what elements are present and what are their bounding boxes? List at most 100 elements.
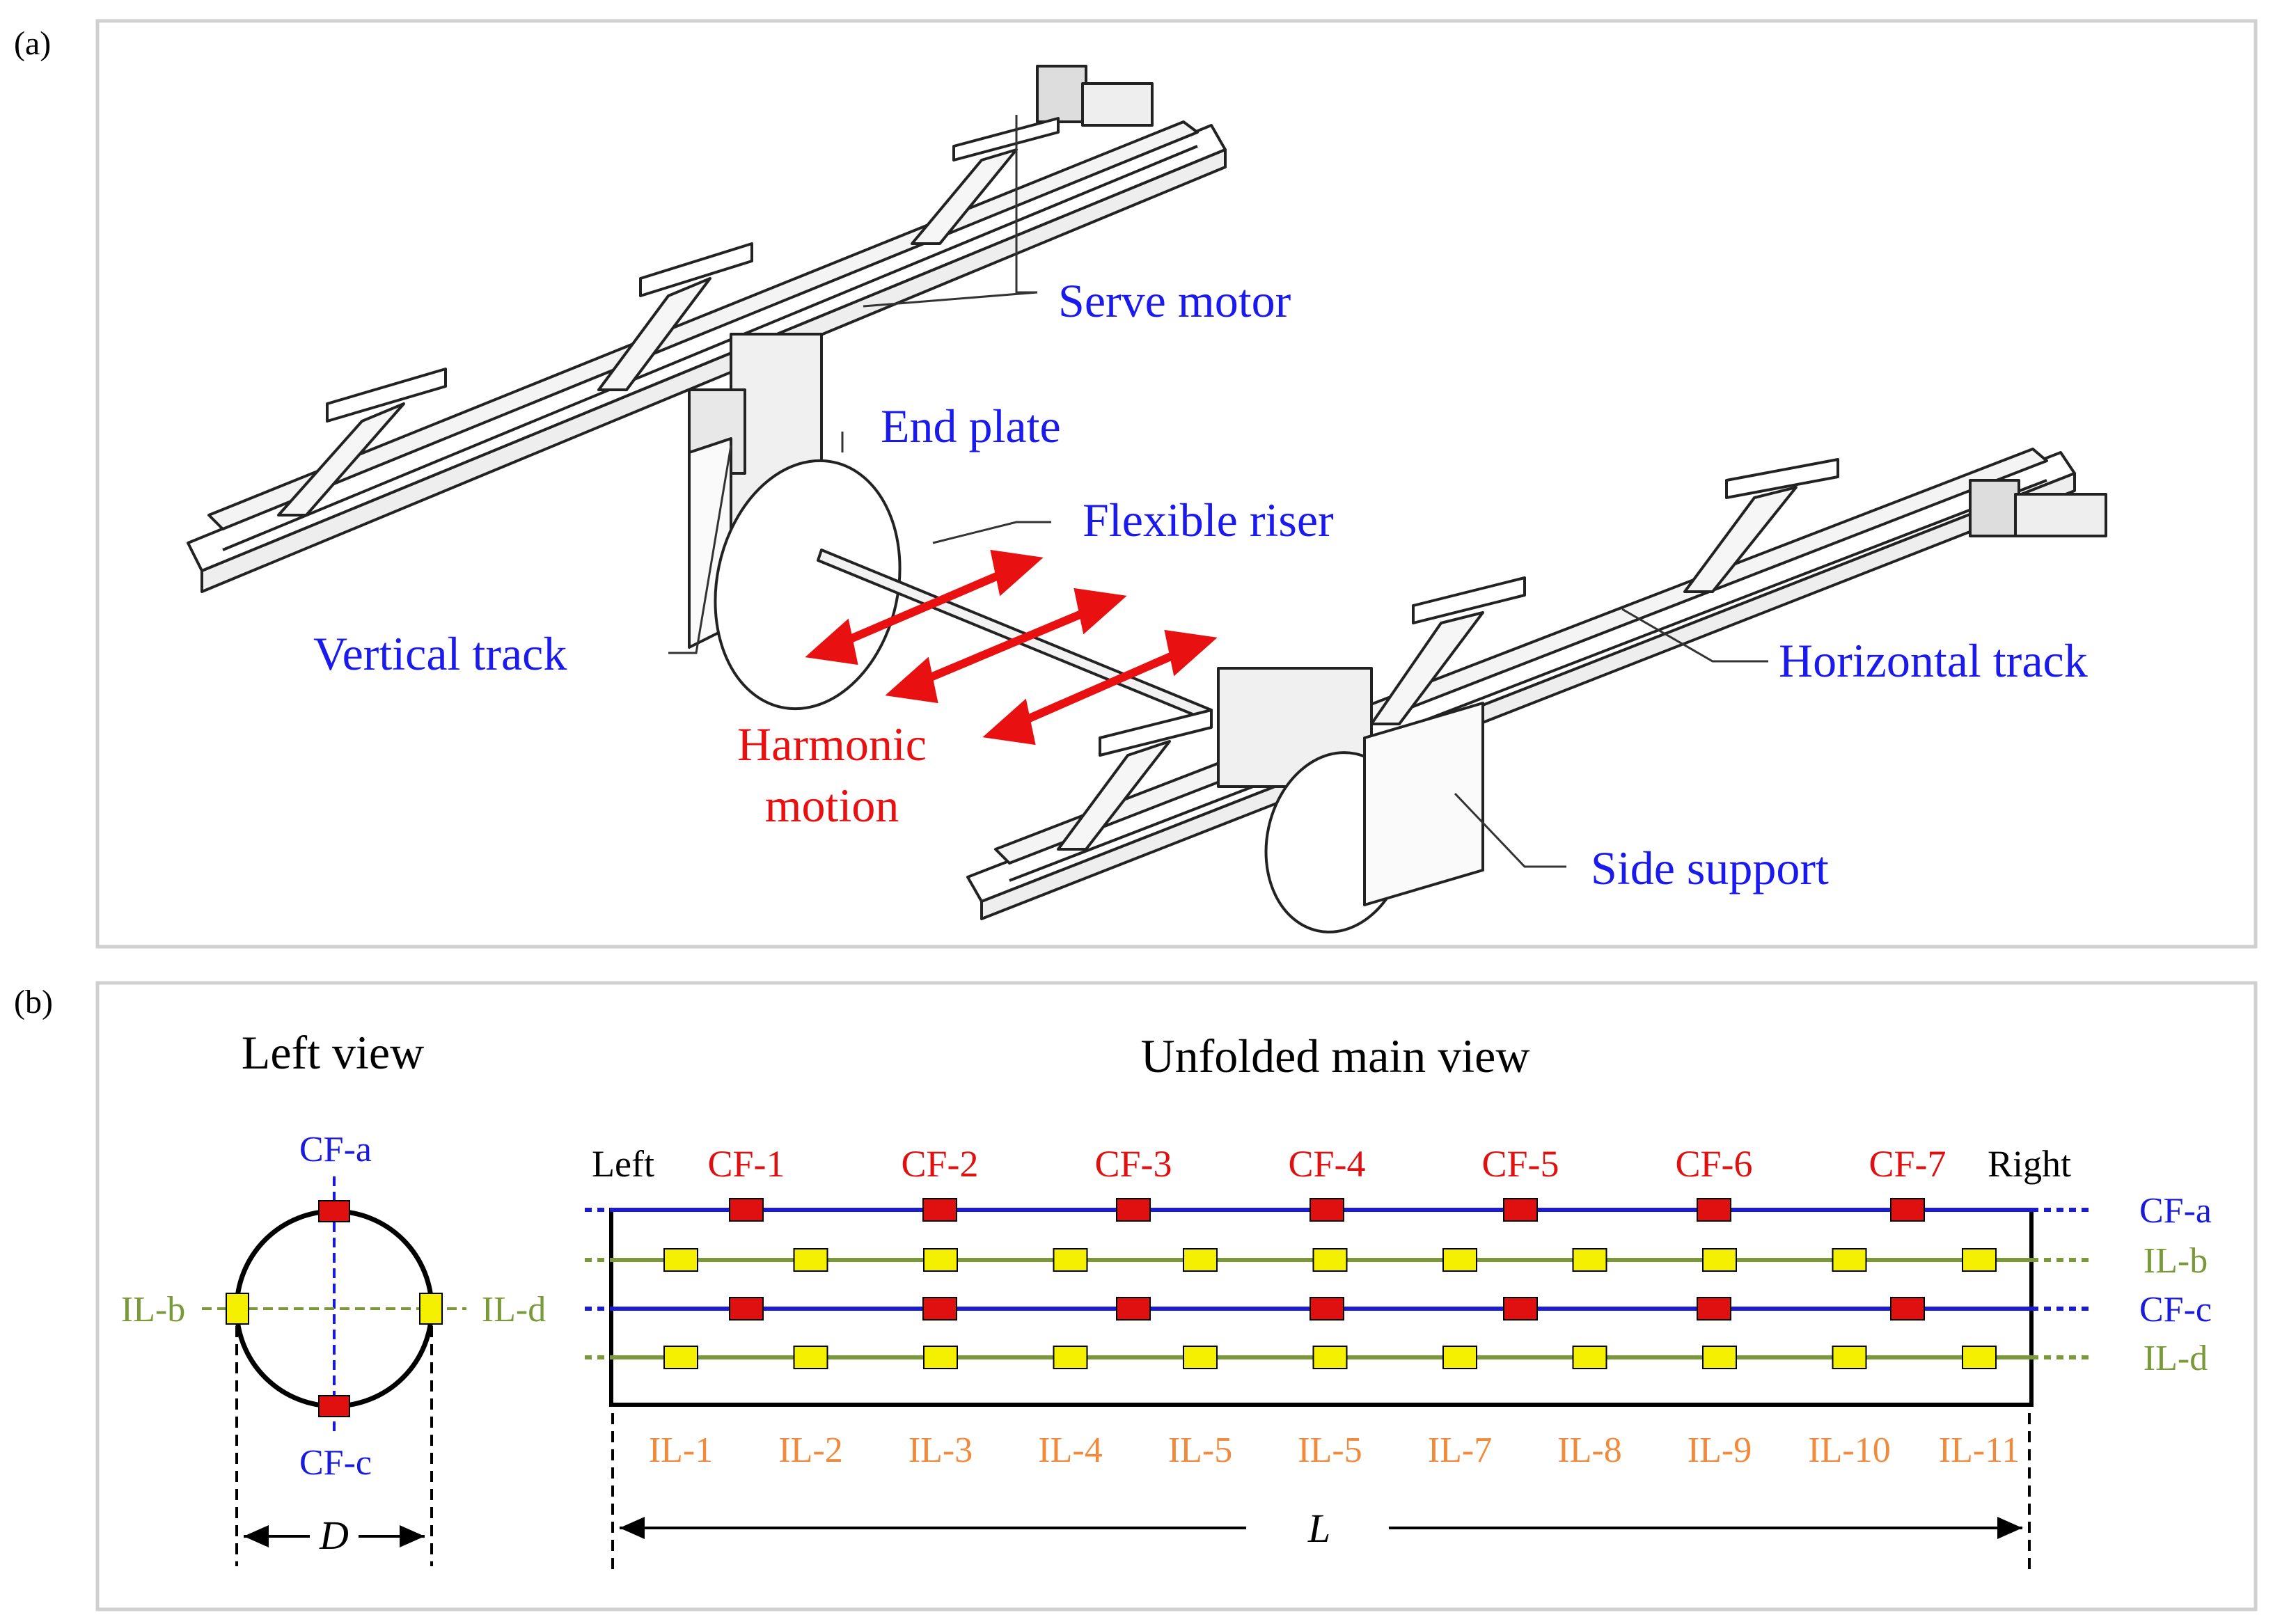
harmonic-motion-label: Harmonic motion: [737, 718, 927, 832]
il-b-sensor: [226, 1293, 249, 1325]
harmonic-arrow-1-head-right: [990, 549, 1044, 597]
harmonic-arrow-1-shaft: [837, 567, 1012, 648]
cf-sensor: [729, 1198, 764, 1222]
main-view-left-end: Left: [592, 1143, 654, 1185]
il-label: IL-8: [1557, 1430, 1621, 1470]
left-support-plate-1: [326, 368, 447, 423]
right-support-leg-1: [1057, 740, 1171, 851]
cf-sensor: [1697, 1198, 1731, 1222]
d-dimension-label: D: [319, 1513, 349, 1558]
il-d-sensor: [419, 1293, 443, 1325]
il-sensor: [1572, 1248, 1607, 1272]
left-view-cf-c: CF-c: [299, 1443, 372, 1483]
il-sensor: [1442, 1346, 1477, 1369]
harmonic-arrow-2-head-right: [1073, 588, 1127, 635]
left-servo-motor: [1036, 65, 1087, 123]
right-track-beam-side: [980, 472, 2076, 920]
left-motor-gearbox: [1081, 82, 1154, 127]
right-support-plate-2: [1412, 576, 1526, 624]
il-sensor: [1312, 1248, 1348, 1272]
cf-sensor: [922, 1198, 957, 1222]
cf-label: CF-5: [1481, 1143, 1559, 1185]
il-label: IL-5: [1298, 1430, 1362, 1470]
cf-sensor: [1697, 1297, 1731, 1321]
il-sensor: [1962, 1346, 1997, 1369]
horizontal-track-leader: [1621, 608, 1768, 663]
cf-a-sensor: [318, 1200, 350, 1222]
cf-label: CF-1: [707, 1143, 785, 1185]
left-support-leg-2: [597, 277, 711, 391]
harmonic-arrows: [805, 549, 1218, 746]
left-support-plate-2: [639, 242, 753, 297]
cf-sensor: [1116, 1198, 1151, 1222]
il-sensor: [1832, 1248, 1867, 1272]
line-end-labels: CF-aIL-bCF-cIL-d: [2139, 1191, 2212, 1378]
harmonic-arrow-3-head-left: [982, 698, 1036, 746]
left-support-plate-3: [952, 117, 1060, 161]
cf-label: CF-6: [1675, 1143, 1752, 1185]
panel-a-callouts: Serve motor End plate Flexible riser Ver…: [313, 274, 2088, 894]
right-support-leg-3: [1683, 486, 1798, 593]
left-track-groove: [222, 145, 1198, 551]
cf-label: CF-7: [1869, 1143, 1946, 1185]
cf-label: CF-4: [1288, 1143, 1365, 1185]
cf-sensor: [1890, 1297, 1925, 1321]
il-sensor: [663, 1346, 698, 1369]
il-sensor: [923, 1346, 958, 1369]
harmonic-arrow-3-shaft: [1014, 647, 1186, 728]
il-label: IL-10: [1808, 1430, 1890, 1470]
il-sensor: [1962, 1248, 1997, 1272]
sensors: [663, 1198, 1997, 1369]
serve-motor-label: Serve motor: [1058, 274, 1291, 327]
il-label: IL-7: [1428, 1430, 1492, 1470]
il-label: IL-2: [778, 1430, 842, 1470]
il-label: IL-3: [909, 1430, 973, 1470]
harmonic-label-line1: Harmonic: [737, 718, 927, 771]
il-sensor: [923, 1248, 958, 1272]
right-servo-motor: [1969, 479, 2020, 537]
left-support-leg-1: [277, 402, 405, 517]
flexible-riser-label: Flexible riser: [1083, 494, 1334, 546]
il-sensor: [1053, 1346, 1088, 1369]
il-d-line-label: IL-d: [2144, 1339, 2208, 1378]
flexible-riser-leader: [932, 521, 1051, 544]
main-view-title: Unfolded main view: [1141, 1030, 1530, 1082]
vertical-track-leader: [668, 445, 732, 654]
right-support-leg-2: [1370, 611, 1484, 725]
cf-label: CF-2: [901, 1143, 978, 1185]
left-view-il-b: IL-b: [121, 1290, 185, 1330]
main-view-right-end: Right: [1988, 1143, 2071, 1185]
il-label: IL-9: [1688, 1430, 1752, 1470]
il-sensor: [1702, 1346, 1737, 1369]
il-label: IL-1: [649, 1430, 713, 1470]
il-label: IL-5: [1168, 1430, 1232, 1470]
il-sensor: [1832, 1346, 1867, 1369]
il-sensor: [1183, 1248, 1218, 1272]
side-support-leader: [1454, 792, 1566, 868]
left-view-title: Left view: [242, 1026, 424, 1079]
left-view-il-d: IL-d: [482, 1290, 546, 1330]
left-view: Left view CF-a CF-c IL-b IL-d D: [121, 1026, 546, 1566]
l-dimension-label: L: [1307, 1506, 1330, 1551]
il-sensor: [1572, 1346, 1607, 1369]
panel-a-label: (a): [14, 25, 51, 62]
il-sensor: [663, 1248, 698, 1272]
il-sensor: [1183, 1346, 1218, 1369]
cf-sensor: [922, 1297, 957, 1321]
il-sensor: [1442, 1248, 1477, 1272]
il-sensor: [1053, 1248, 1088, 1272]
right-motor-gearbox: [2014, 493, 2107, 537]
il-label: IL-11: [1939, 1430, 2020, 1470]
right-support-plate-3: [1725, 458, 1839, 499]
cf-sensor: [1309, 1297, 1344, 1321]
harmonic-label-line2: motion: [765, 779, 899, 832]
right-track-groove: [1009, 479, 2047, 882]
horizontal-track-label: Horizontal track: [1779, 634, 2088, 687]
left-support-leg-3: [911, 148, 1018, 245]
il-sensor: [793, 1248, 828, 1272]
right-support-plate-1: [1099, 709, 1213, 757]
harmonic-arrow-1-head-left: [805, 618, 858, 665]
